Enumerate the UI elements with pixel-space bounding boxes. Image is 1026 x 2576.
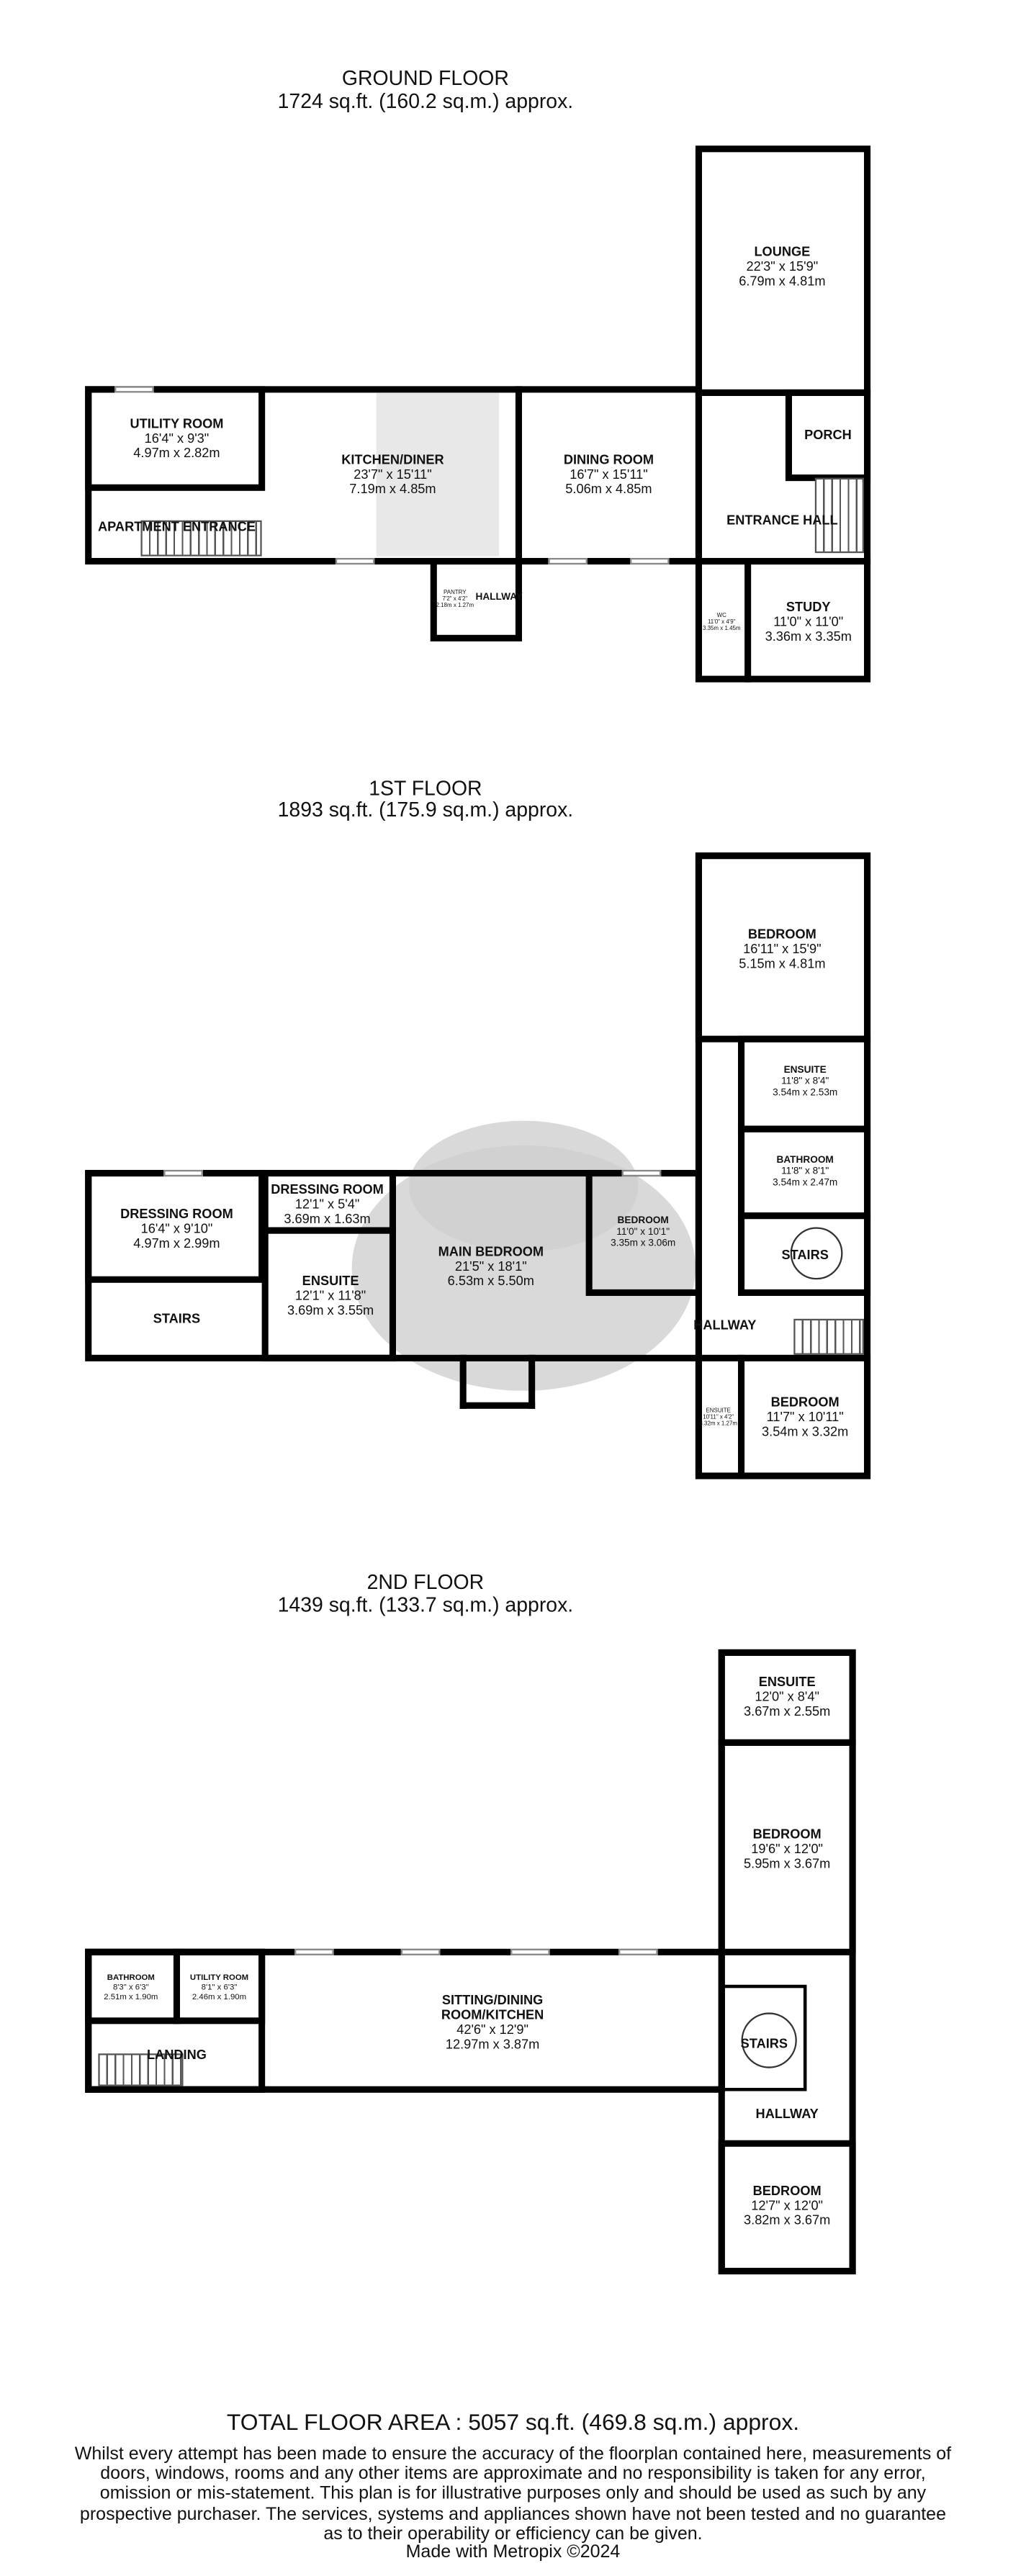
spiral-stairs (790, 1227, 843, 1280)
window (618, 1948, 658, 1955)
room-utility (85, 386, 266, 491)
study-wc-block (695, 557, 871, 683)
room-label: HALLWAY (755, 2107, 819, 2122)
wall (515, 386, 522, 565)
wall (737, 1354, 745, 1480)
room-label: HALLWAY (475, 593, 523, 603)
floor-title: GROUND FLOOR (341, 67, 509, 90)
room-ensuite-2 (261, 1227, 396, 1361)
floor-area: 1439 sq.ft. (133.7 sq.m.) approx. (277, 1593, 574, 1617)
room-label: STAIRS (153, 1311, 201, 1327)
stairs-hallway (793, 1318, 864, 1355)
window (629, 557, 670, 565)
window (114, 386, 154, 393)
room-label: HALLWAY (693, 1318, 757, 1333)
tree-image (409, 1120, 639, 1252)
room-stairs (737, 1212, 871, 1296)
window (400, 1948, 441, 1955)
stairs-apartment (140, 520, 262, 557)
floor-title: 1ST FLOOR (369, 777, 482, 801)
floor-area: 1893 sq.ft. (175.9 sq.m.) approx. (277, 798, 574, 821)
room-label: STAIRS (740, 2036, 788, 2051)
room-label: STAIRS (781, 1247, 829, 1263)
pantry-hallway-block (430, 557, 522, 641)
window (548, 557, 588, 565)
disclaimer: Whilst every attempt has been made to en… (74, 2444, 952, 2544)
stairs-entrance (814, 477, 864, 554)
stairs-landing (98, 2053, 184, 2086)
room-bedroom-2 (718, 2140, 856, 2275)
stairs-enclosure (721, 1984, 807, 2091)
kitchen-counter (376, 392, 500, 557)
room-label: ENTRANCE HALL (726, 513, 838, 528)
bay-bump (459, 1354, 536, 1409)
made-with-credit: Made with Metropix ©2024 (405, 2542, 621, 2563)
room-bedroom (718, 1739, 856, 1955)
total-floor-area: TOTAL FLOOR AREA : 5057 sq.ft. (469.8 sq… (226, 2408, 800, 2435)
room-label: PORCH (804, 428, 852, 443)
bedroom-block (695, 1354, 871, 1480)
room-label: LANDING (147, 2048, 207, 2063)
window (335, 557, 375, 565)
room-label: APARTMENT ENTRANCE (98, 519, 256, 535)
floor-area: 1724 sq.ft. (160.2 sq.m.) approx. (277, 89, 574, 113)
wall (173, 1948, 180, 2025)
window (621, 1169, 662, 1177)
floor-title: 2ND FLOOR (366, 1570, 485, 1594)
window (163, 1169, 203, 1177)
wall (744, 557, 752, 683)
spiral-stairs (741, 2012, 797, 2068)
window (294, 1948, 334, 1955)
window (510, 1948, 550, 1955)
